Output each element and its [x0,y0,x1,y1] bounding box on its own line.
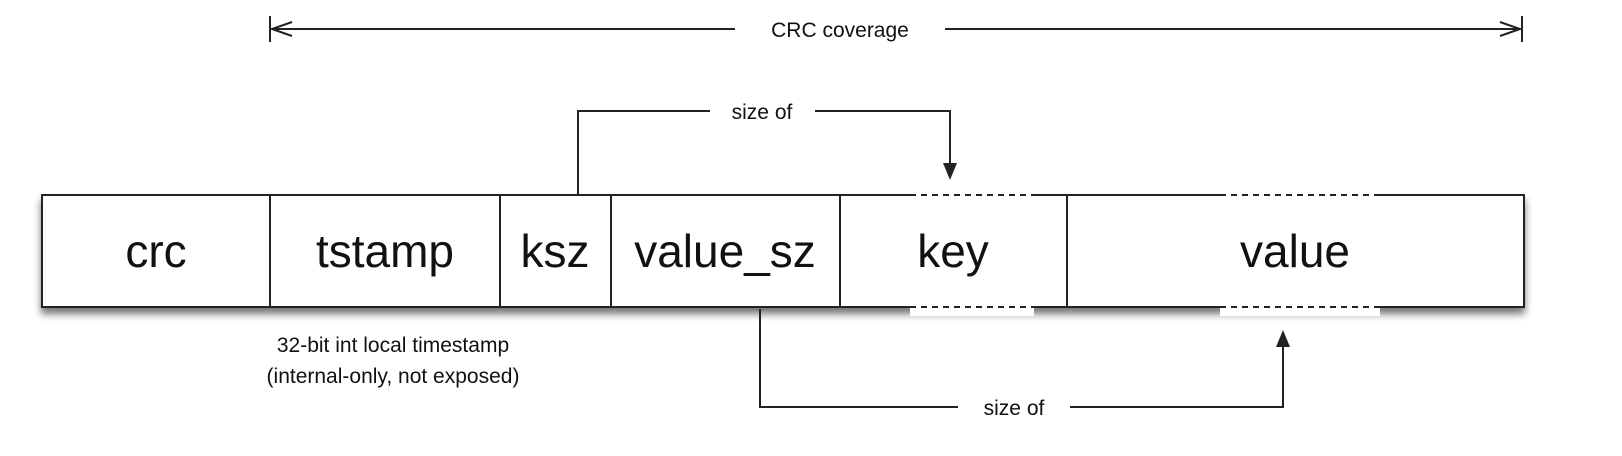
crc-coverage-left-arrow-icon [268,21,293,37]
value-size-connector: size of [759,309,1290,420]
value-size-line-start [759,309,958,408]
field-value-sz: value_sz [634,225,816,277]
field-key: key [917,225,989,277]
tstamp-note-line2: (internal-only, not exposed) [267,365,520,388]
crc-coverage-label: CRC coverage [771,19,909,42]
record-outline [41,194,1525,308]
value-size-arrow-icon [1276,330,1290,347]
value-top-gap [1220,186,1380,200]
field-tstamp: tstamp [316,225,454,277]
record-bar: crc tstamp ksz value_sz key value [41,186,1525,316]
field-value: value [1240,225,1350,277]
tstamp-note: 32-bit int local timestamp (internal-onl… [267,334,520,388]
field-ksz: ksz [521,225,590,277]
crc-coverage-span: CRC coverage [268,16,1524,42]
key-size-arrow-icon [943,163,957,180]
key-size-line-end [815,110,951,165]
field-crc: crc [125,225,186,277]
value-size-line-end [1070,345,1284,408]
key-top-gap [910,186,1034,200]
value-size-label: size of [984,397,1045,420]
key-bottom-gap [910,302,1034,316]
key-size-line-start [577,110,710,195]
tstamp-note-line1: 32-bit int local timestamp [277,334,509,357]
key-size-label: size of [732,101,793,124]
key-size-connector: size of [577,101,957,195]
crc-coverage-right-arrow-icon [1499,21,1524,37]
value-bottom-gap [1220,302,1380,316]
